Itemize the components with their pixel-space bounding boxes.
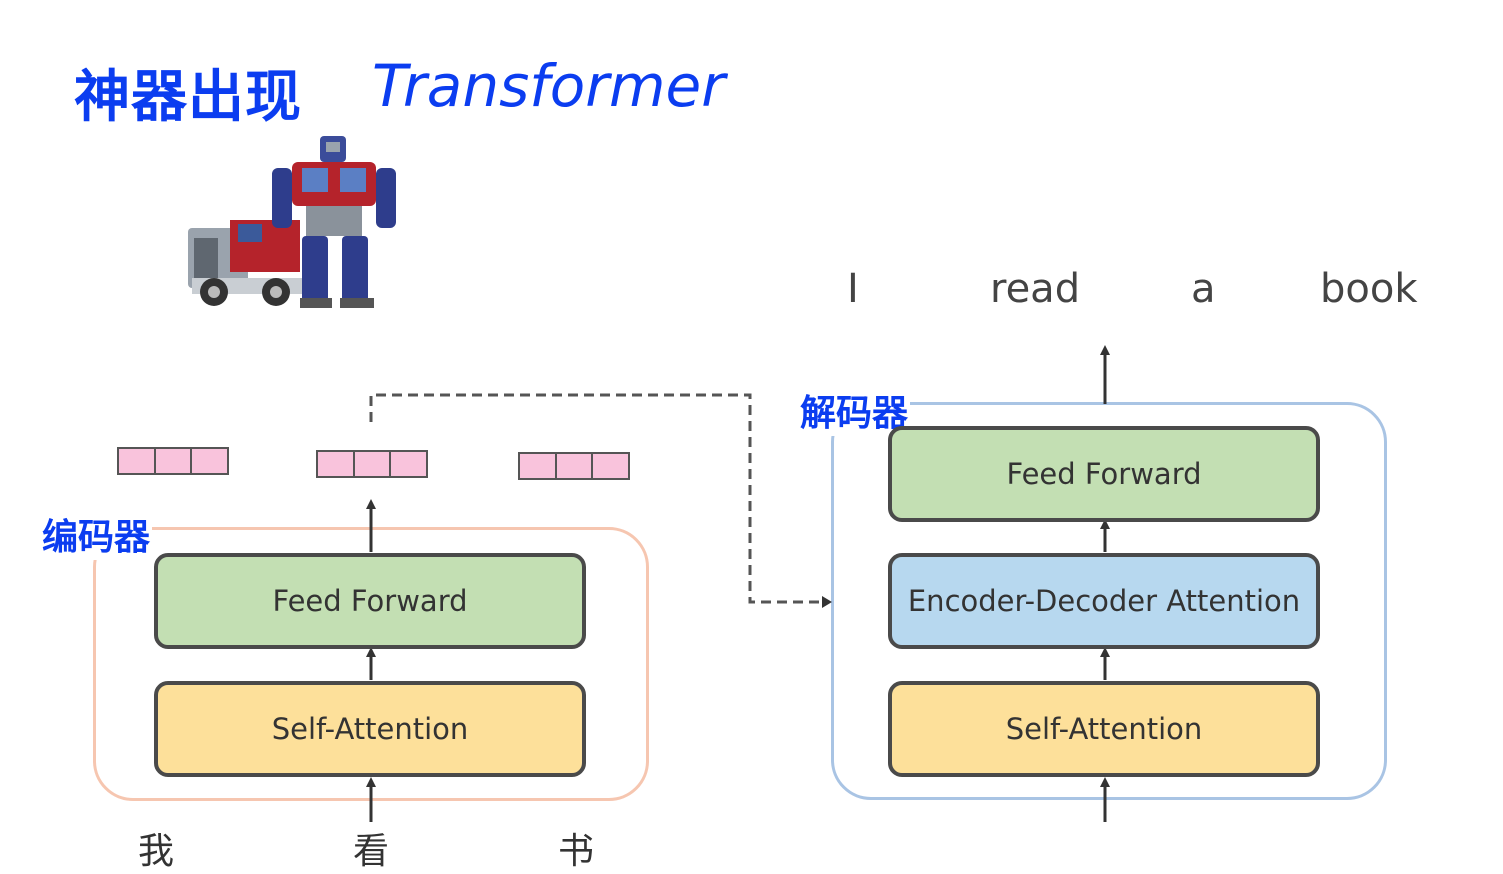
output-word-3: a — [1191, 266, 1216, 312]
decoder-feed-forward: Feed Forward — [888, 426, 1320, 522]
output-word-1: I — [847, 266, 859, 312]
encoder-self-attention: Self-Attention — [154, 681, 586, 777]
connector-arrows — [366, 345, 1110, 822]
decoder-label: 解码器 — [798, 384, 911, 436]
decoder-feed-forward-label: Feed Forward — [1006, 457, 1202, 491]
vector-2 — [316, 450, 428, 478]
decoder-enc-dec-attention-label: Encoder-Decoder Attention — [907, 584, 1301, 618]
output-word-4: book — [1320, 266, 1418, 312]
transformer-robot-icon — [188, 136, 396, 308]
encoder-self-attention-label: Self-Attention — [271, 712, 469, 746]
input-word-1: 我 — [138, 831, 175, 872]
input-word-3: 书 — [558, 831, 595, 872]
vector-3 — [518, 452, 630, 480]
title-english: Transformer — [372, 52, 726, 120]
decoder-encoder-decoder-attention: Encoder-Decoder Attention — [888, 553, 1320, 649]
decoder-container — [831, 402, 1387, 800]
input-word-2: 看 — [353, 831, 390, 872]
decoder-self-attention-label: Self-Attention — [1005, 712, 1203, 746]
vector-1 — [117, 447, 229, 475]
encoder-feed-forward-label: Feed Forward — [272, 584, 468, 618]
output-word-2: read — [990, 266, 1081, 312]
decoder-self-attention: Self-Attention — [888, 681, 1320, 777]
title-chinese: 神器出现 — [74, 65, 302, 130]
encoder-feed-forward: Feed Forward — [154, 553, 586, 649]
encoder-label: 编码器 — [40, 508, 153, 560]
